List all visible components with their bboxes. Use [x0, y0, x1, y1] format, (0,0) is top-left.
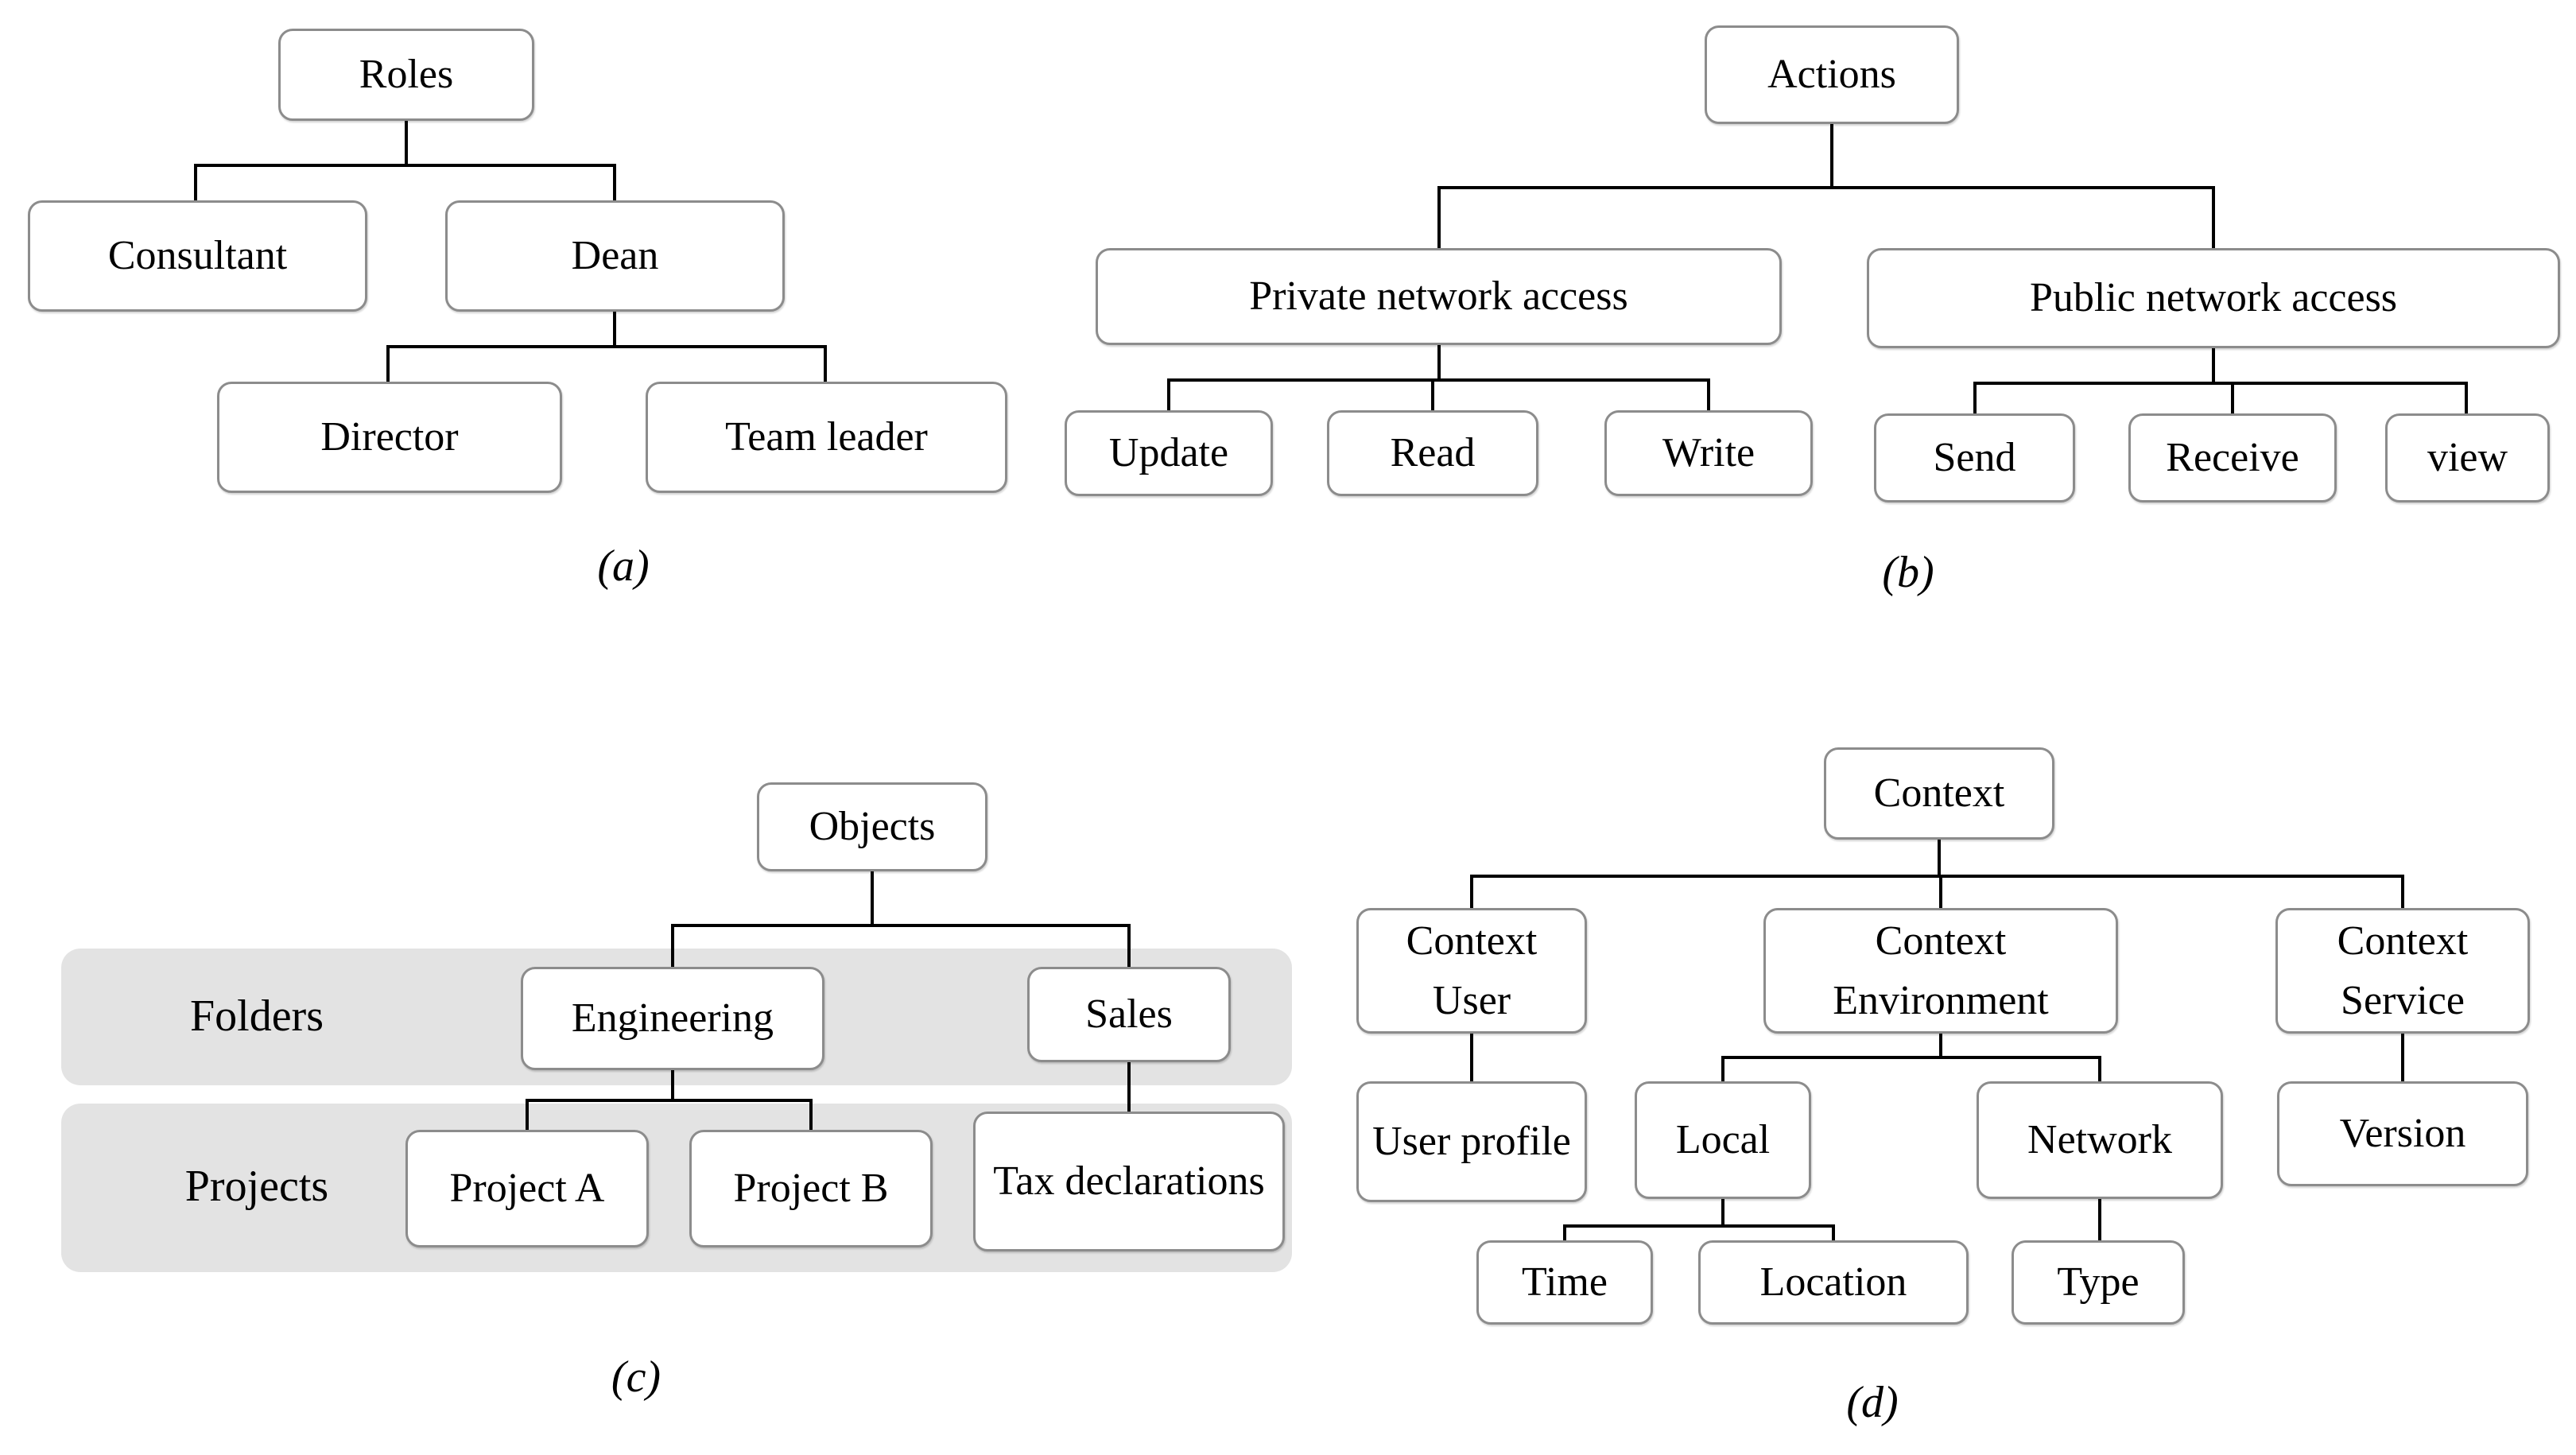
connector	[194, 164, 197, 204]
connector	[1437, 186, 2215, 189]
node-tax-declarations: Tax declarations	[973, 1112, 1285, 1251]
node-private-network-access: Private network access	[1096, 248, 1782, 345]
node-send: Send	[1874, 413, 2075, 502]
connector	[809, 1099, 813, 1131]
connector	[1127, 1062, 1131, 1113]
node-public-network-access: Public network access	[1867, 248, 2560, 348]
node-actions: Actions	[1705, 25, 1959, 124]
node-context-service: Context Service	[2275, 908, 2530, 1034]
connector	[671, 924, 1131, 927]
connector	[871, 871, 874, 925]
caption-d: (d)	[1846, 1378, 1899, 1427]
caption-b: (b)	[1882, 548, 1934, 597]
connector	[526, 1099, 813, 1102]
connector	[2231, 382, 2234, 415]
node-receive: Receive	[2128, 413, 2337, 502]
connector	[1830, 124, 1833, 189]
connector	[1939, 1034, 1942, 1057]
connector	[526, 1099, 529, 1131]
connector	[1167, 378, 1710, 382]
connector	[2401, 1034, 2404, 1081]
node-context-environment: Context Environment	[1763, 908, 2118, 1034]
caption-a: (a)	[597, 541, 650, 591]
connector	[824, 345, 827, 385]
connector	[1563, 1224, 1566, 1240]
connector	[386, 345, 827, 348]
connector	[1563, 1224, 1835, 1228]
connector	[1721, 1056, 2101, 1059]
connector	[1832, 1224, 1835, 1240]
connector	[1470, 1034, 1473, 1081]
connector	[1973, 382, 1977, 415]
node-context-user: Context User	[1356, 908, 1587, 1034]
connector	[1938, 840, 1941, 878]
connector	[1470, 875, 1473, 908]
connector	[1721, 1056, 1724, 1081]
node-team-leader: Team leader	[646, 382, 1007, 493]
node-user-profile: User profile	[1356, 1081, 1587, 1202]
connector	[194, 164, 616, 167]
connector	[1973, 382, 2468, 385]
connector	[2212, 186, 2215, 250]
connector	[2465, 382, 2468, 415]
node-director: Director	[217, 382, 562, 493]
connector	[386, 345, 390, 385]
node-objects: Objects	[757, 782, 987, 871]
node-location: Location	[1698, 1240, 1969, 1325]
node-update: Update	[1065, 410, 1273, 496]
node-write: Write	[1604, 410, 1813, 496]
node-local: Local	[1635, 1081, 1811, 1199]
node-roles: Roles	[278, 29, 534, 121]
connector	[671, 1070, 674, 1100]
connector	[613, 164, 616, 204]
connector	[1167, 378, 1170, 412]
connector	[1707, 378, 1710, 412]
node-type: Type	[2012, 1240, 2185, 1325]
node-read: Read	[1327, 410, 1538, 496]
connector	[2098, 1199, 2101, 1240]
connector	[405, 121, 408, 167]
node-dean: Dean	[445, 200, 785, 312]
connector	[1127, 924, 1131, 968]
caption-c: (c)	[611, 1352, 661, 1402]
connector	[613, 312, 616, 348]
node-consultant: Consultant	[28, 200, 367, 312]
node-time: Time	[1476, 1240, 1653, 1325]
node-project-a: Project A	[405, 1130, 649, 1247]
connector	[1437, 186, 1441, 250]
node-context: Context	[1824, 747, 2054, 840]
node-sales: Sales	[1027, 967, 1231, 1062]
connector	[1470, 875, 2404, 878]
node-version: Version	[2277, 1081, 2528, 1186]
connector	[1437, 345, 1441, 382]
node-engineering: Engineering	[521, 967, 824, 1070]
connector	[1431, 378, 1434, 412]
node-project-b: Project B	[689, 1130, 933, 1247]
connector	[1721, 1199, 1724, 1228]
connector	[2212, 348, 2215, 385]
connector	[2401, 875, 2404, 908]
node-network: Network	[1977, 1081, 2223, 1199]
row-label-projects: Projects	[184, 1162, 329, 1211]
node-view: view	[2385, 413, 2550, 502]
row-label-folders: Folders	[190, 991, 324, 1041]
connector	[1939, 875, 1942, 908]
connector	[671, 924, 674, 968]
connector	[2098, 1056, 2101, 1081]
